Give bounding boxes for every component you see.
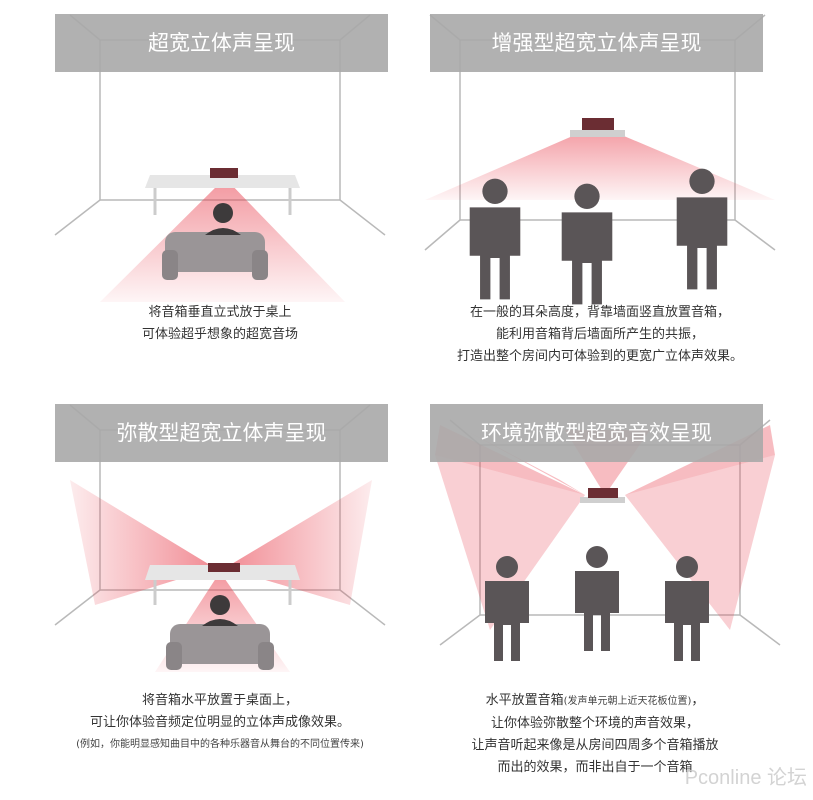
caption-line: 将音箱垂直立式放于桌上 (148, 305, 292, 320)
panel-caption: 在一般的耳朵高度，背靠墙面竖直放置音箱， 能利用音箱背后墙面所产生的共振， 打造… (410, 302, 790, 368)
sound-wave (70, 480, 215, 605)
caption-line: 将音箱水平放置于桌面上， (141, 693, 298, 708)
panel-title: 弥散型超宽立体声呈现 (55, 404, 388, 462)
caption-line: 能利用音箱背后墙面所产生的共振， (495, 327, 704, 342)
room-illustration (54, 14, 386, 302)
panel-title: 环境弥散型超宽音效呈现 (430, 404, 763, 462)
sound-wave (425, 125, 775, 200)
panel-caption: 将音箱垂直立式放于桌上 可体验超乎想象的超宽音场 (40, 302, 400, 346)
panel-ambient-diffuse: 环境弥散型超宽音效呈现 水平放置音箱(发声单元朝上近天花板位置)， 让你体验弥散… (425, 400, 785, 780)
person-icon (213, 203, 233, 223)
panel-ultra-wide-stereo: 超宽立体声呈现 将音箱垂直立式放于桌上 可体验超乎想象的超宽音场 (40, 10, 400, 350)
panel-caption: 将音箱水平放置于桌面上， 可让你体验音频定位明显的立体声成像效果。 (例如，你能… (30, 690, 410, 756)
caption-line: 可体验超乎想象的超宽音场 (141, 327, 298, 342)
sofa (166, 624, 274, 670)
speaker (582, 118, 614, 130)
speaker (210, 168, 238, 178)
panel-title: 增强型超宽立体声呈现 (430, 14, 763, 72)
speaker (208, 563, 240, 572)
person-icon (210, 595, 230, 615)
caption-line: 让你体验弥散整个环境的声音效果， (490, 716, 699, 731)
caption-line: 水平放置音箱(发声单元朝上近天花板位置)， (405, 690, 785, 713)
panel-title: 超宽立体声呈现 (55, 14, 388, 72)
sofa (162, 232, 268, 280)
caption-note: (发声单元朝上近天花板位置) (563, 696, 692, 707)
panel-diffuse-stereo: 弥散型超宽立体声呈现 将音箱水平放置于桌面上， 可让你体验音频定位明显的立体声成… (40, 400, 400, 760)
caption-line: 让声音听起来像是从房间四周多个音箱播放 (471, 738, 719, 753)
table (145, 175, 300, 188)
panel-caption: 水平放置音箱(发声单元朝上近天花板位置)， 让你体验弥散整个环境的声音效果， 让… (405, 690, 785, 779)
speaker (588, 488, 618, 498)
room-illustration (54, 404, 386, 672)
caption-text: 水平放置音箱 (485, 693, 564, 708)
table (145, 565, 300, 580)
watermark: Pconline 论坛 (684, 767, 807, 789)
sound-wave (225, 480, 372, 605)
caption-text: ， (691, 693, 705, 708)
caption-line: 在一般的耳朵高度，背靠墙面竖直放置音箱， (469, 305, 730, 320)
caption-line: 而出的效果，而非出自于一个音箱 (497, 760, 693, 775)
panel-enhanced-stereo: 增强型超宽立体声呈现 在一般的耳朵高度，背靠墙面竖直放置音箱， 能利用音箱背后墙… (420, 10, 780, 370)
caption-line: 打造出整个房间内可体验到的更宽广立体声效果。 (456, 349, 743, 364)
caption-line: 可让你体验音频定位明显的立体声成像效果。 (89, 715, 350, 730)
caption-note: (例如，你能明显感知曲目中的各种乐器音从舞台的不同位置传来) (76, 739, 364, 750)
